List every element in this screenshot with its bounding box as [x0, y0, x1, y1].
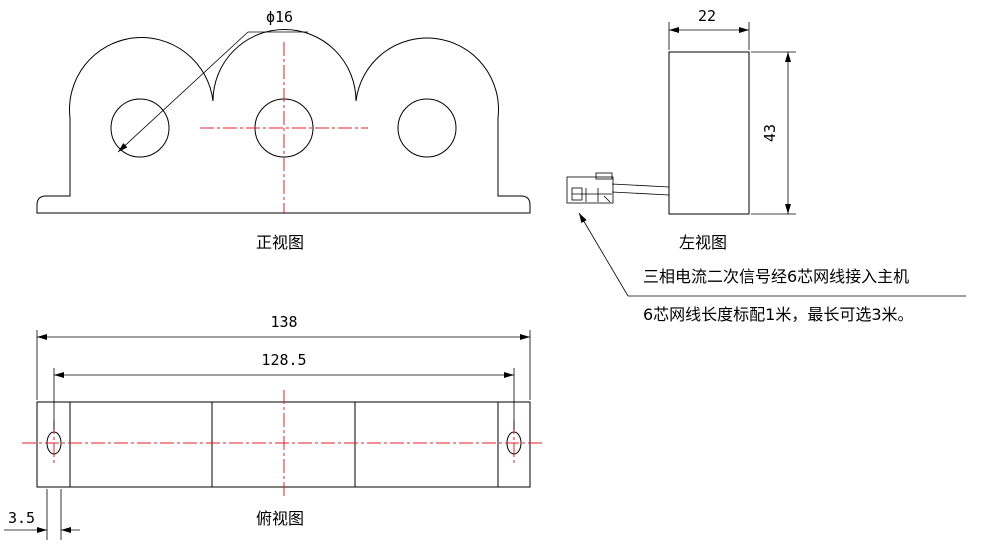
front-view: ϕ16 正视图 [36, 8, 531, 252]
note-connection: 三相电流二次信号经6芯网线接入主机 [643, 267, 909, 286]
note-leader [578, 212, 629, 297]
spacing-dim-label: 128.5 [261, 351, 306, 369]
diameter-leader [117, 31, 249, 153]
width-dim-label: 22 [698, 7, 716, 25]
note-cable-length: 6芯网线长度标配1米，最长可选3米。 [643, 305, 914, 324]
left-view: 22 43 左视图 三相电流二次信号经6芯网线接入主机 6芯网线长度标配1米，最… [566, 7, 966, 324]
top-view: 138 128.5 3.5 俯视图 [4, 313, 544, 540]
cable-bottom [611, 191, 670, 196]
front-hole-right [397, 98, 457, 158]
front-view-label: 正视图 [256, 233, 304, 252]
left-view-label: 左视图 [679, 233, 727, 252]
cable-top [611, 183, 670, 188]
diameter-label: ϕ16 [266, 8, 293, 26]
length-dim-label: 138 [270, 313, 297, 331]
offset-dim-label: 3.5 [8, 509, 35, 527]
front-hole-left [110, 98, 170, 158]
side-body [668, 51, 750, 215]
rj-connector-icon [566, 172, 614, 204]
height-dim-label: 43 [761, 124, 779, 142]
top-view-label: 俯视图 [256, 509, 304, 528]
front-view-outline [36, 29, 531, 214]
